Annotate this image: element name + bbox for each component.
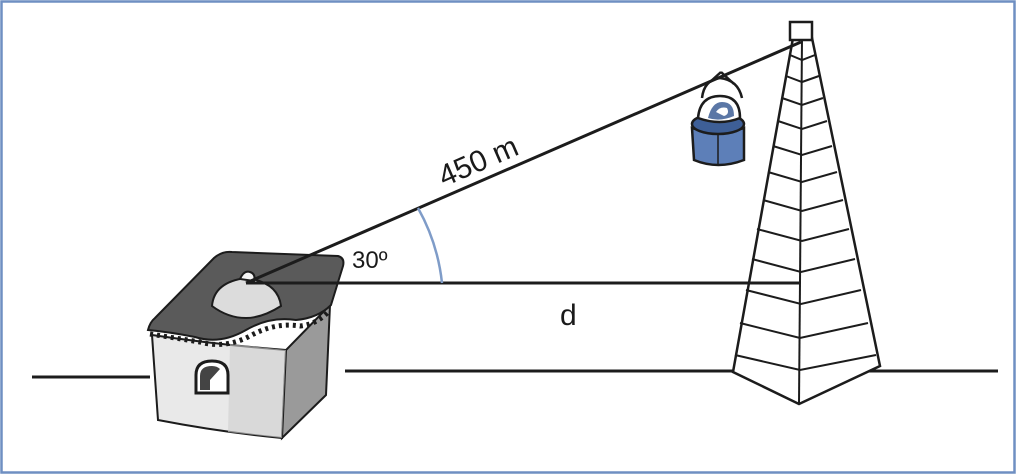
roof-trim	[149, 308, 332, 347]
cable-tower	[731, 20, 882, 406]
angle-arc	[416, 207, 444, 284]
angle-label: 30º	[352, 247, 388, 274]
tower-top	[788, 20, 814, 42]
distance-label: d	[560, 299, 577, 332]
roof-dome	[210, 276, 283, 320]
cable-line	[245, 40, 802, 285]
station-building	[146, 250, 345, 441]
